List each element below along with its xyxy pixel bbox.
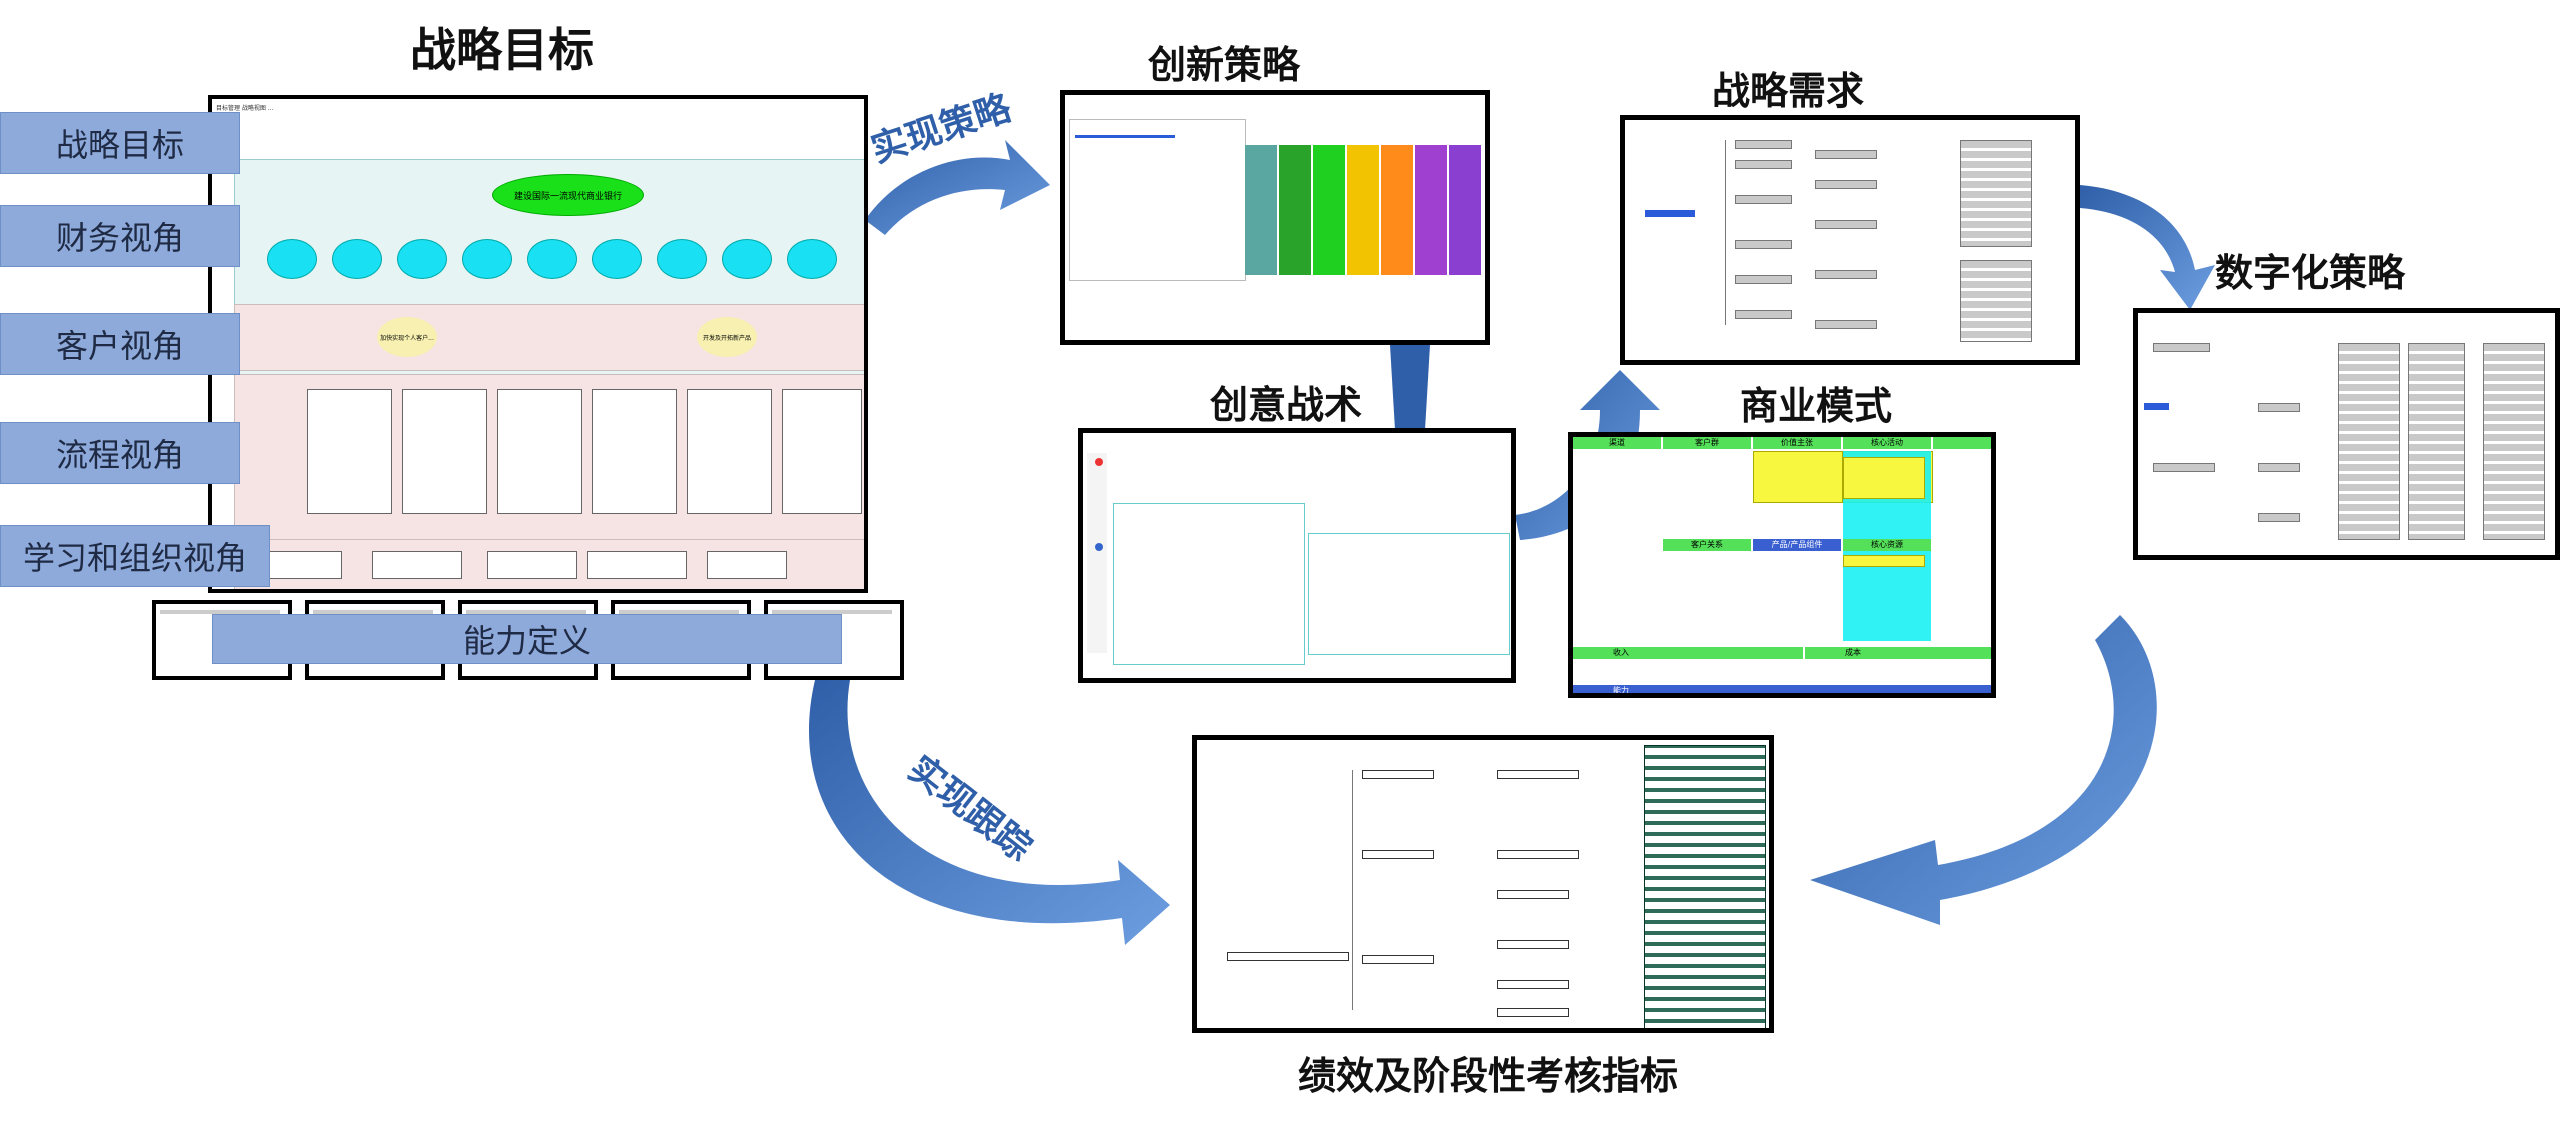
- arrow-tracking-to-performance: [808, 680, 1170, 945]
- learning-box: [587, 551, 687, 579]
- title-performance-indicators: 绩效及阶段性考核指标: [1298, 1054, 1679, 1098]
- screenshot-strategic-goal: 目标管理 战略视图 ... 建设国际一流现代商业银行 加快实现个人客户... 开…: [208, 95, 868, 593]
- process-box: [687, 389, 772, 514]
- bm-lower-header: 核心资源: [1843, 539, 1931, 551]
- goal-ellipse: [462, 239, 512, 279]
- goal-ellipse: [332, 239, 382, 279]
- bm-header: 渠道: [1573, 437, 1661, 449]
- goal-ellipse: [787, 239, 837, 279]
- strategy-column: [1449, 145, 1481, 275]
- title-strategic-demand: 战略需求: [1712, 69, 1865, 113]
- learning-box: [487, 551, 577, 579]
- screenshot-innovation-strategy: [1060, 90, 1490, 345]
- customer-item: 开发及开拓新产品: [702, 334, 751, 342]
- strategy-column: [1313, 145, 1345, 275]
- bm-header: 价值主张: [1753, 437, 1841, 449]
- goal-ellipse: [592, 239, 642, 279]
- process-box: [402, 389, 487, 514]
- title-innovation-strategy: 创新策略: [1148, 43, 1301, 87]
- arrow-innovation-to-creative: [1390, 345, 1430, 430]
- screenshot-creative-tactics: [1078, 428, 1516, 683]
- screenshot-performance: [1192, 735, 1774, 1033]
- center-goal-ellipse: 建设国际一流现代商业银行: [492, 174, 644, 216]
- perspective-financial: 财务视角: [0, 205, 240, 267]
- bm-bottom-header: 成本: [1805, 647, 1991, 659]
- bm-lower-header: 产品/产品组件: [1753, 539, 1841, 551]
- strategy-column: [1381, 145, 1413, 275]
- goal-ellipse: [267, 239, 317, 279]
- goal-ellipse: [722, 239, 772, 279]
- screenshot-business-model: 渠道 客户群 价值主张 核心活动 客户关系 产品/产品组件 核心资源 收入 成本…: [1568, 432, 1996, 698]
- perspective-customer: 客户视角: [0, 313, 240, 375]
- process-box: [497, 389, 582, 514]
- learning-box: [707, 551, 787, 579]
- strategy-column: [1245, 145, 1277, 275]
- center-goal-text: 建设国际一流现代商业银行: [513, 191, 622, 202]
- arrow-creative-to-demand: [1515, 370, 1660, 540]
- bm-header: 核心活动: [1843, 437, 1931, 449]
- strategy-column: [1279, 145, 1311, 275]
- process-box: [307, 389, 392, 514]
- bm-header: 客户群: [1663, 437, 1751, 449]
- screenshot-strategic-demand: [1620, 115, 2080, 365]
- bm-lower-header: 客户关系: [1663, 539, 1751, 551]
- goal-ellipse: [657, 239, 707, 279]
- title-business-model: 商业模式: [1740, 384, 1893, 428]
- indicator-list: [1644, 745, 1766, 1028]
- arrow-demand-to-digital: [2080, 185, 2215, 310]
- customer-ellipse: 开发及开拓新产品: [697, 317, 757, 357]
- perspective-learning-organization: 学习和组织视角: [0, 525, 270, 587]
- learning-box: [372, 551, 462, 579]
- customer-ellipse: 加快实现个人客户...: [377, 317, 437, 357]
- perspective-strategic-goal: 战略目标: [0, 112, 240, 174]
- screenshot-digital-strategy: [2133, 308, 2560, 560]
- title-creative-tactics: 创意战术: [1210, 383, 1363, 427]
- bm-footer: 能力: [1573, 685, 1991, 693]
- arrow-digital-to-performance: [1810, 615, 2157, 925]
- title-digital-strategy: 数字化策略: [2215, 251, 2406, 295]
- title-strategic-goal: 战略目标: [410, 23, 594, 77]
- perspective-process: 流程视角: [0, 422, 240, 484]
- arrow-goal-to-innovation: [865, 140, 1050, 235]
- bm-bottom-header: 收入: [1573, 647, 1803, 659]
- goal-ellipse: [527, 239, 577, 279]
- ability-definition-banner: 能力定义: [212, 614, 842, 664]
- process-box: [782, 389, 862, 514]
- goal-ellipse: [397, 239, 447, 279]
- customer-item: 加快实现个人客户...: [380, 334, 434, 342]
- strategy-column: [1415, 145, 1447, 275]
- process-box: [592, 389, 677, 514]
- strategy-column: [1347, 145, 1379, 275]
